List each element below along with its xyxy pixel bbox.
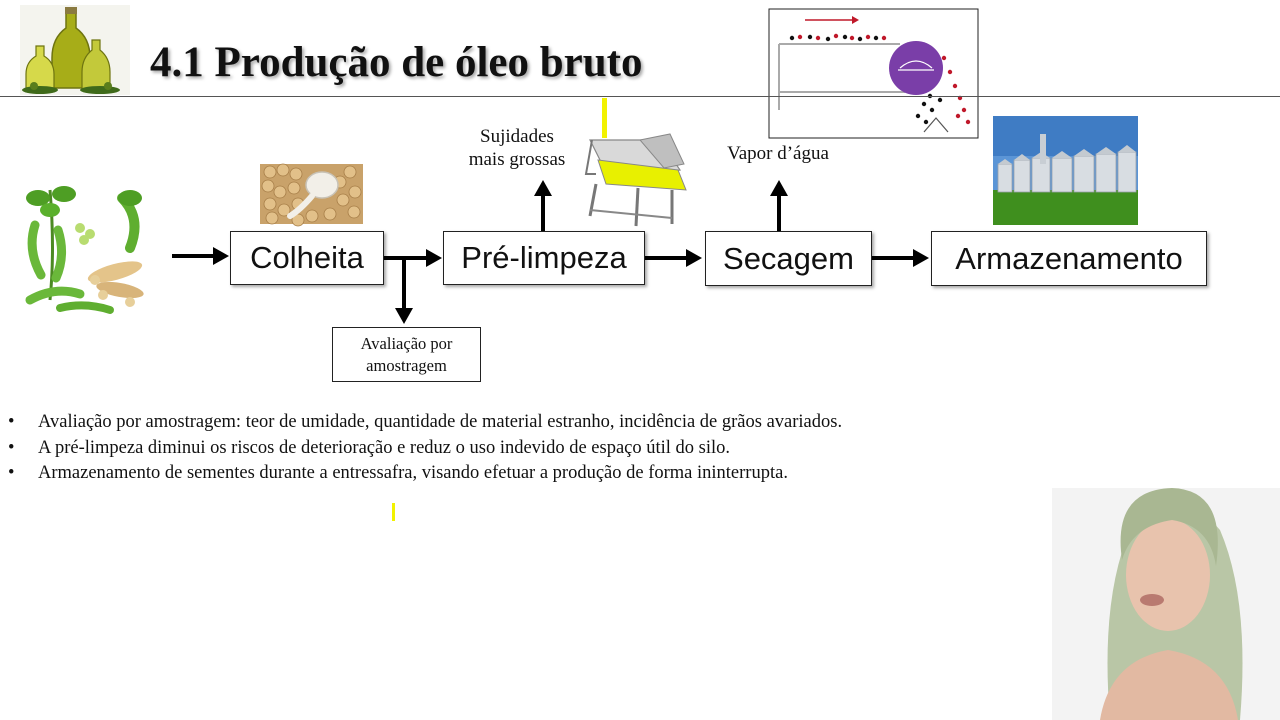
bullet-text: Avaliação por amostragem: teor de umidad…: [38, 412, 843, 432]
bullet-symbol: •: [8, 437, 15, 458]
avaliacao-label-line2: amostragem: [366, 355, 447, 375]
silos-photo: [993, 116, 1138, 225]
sujidades-label: Sujidades mais grossas: [456, 125, 578, 171]
arrow-to-colheita: [213, 247, 229, 265]
arrow-to-prelimpeza: [426, 249, 442, 267]
bullet-item: • A pré-limpeza diminui os riscos de det…: [8, 436, 964, 462]
step-pre-limpeza: Pré-limpeza: [443, 231, 645, 285]
avaliacao-box: Avaliação por amostragem: [332, 327, 481, 382]
arrow-to-avaliacao: [395, 308, 413, 324]
arrow-to-sujidades: [534, 180, 552, 196]
olive-oil-bottles-icon: [20, 5, 130, 95]
dryer-schematic-image: [768, 8, 979, 139]
soybeans-photo: [260, 163, 363, 227]
step-colheita: Colheita: [230, 231, 384, 285]
bullet-item: • Avaliação por amostragem: teor de umid…: [8, 410, 964, 436]
pre-cleaning-machine-image: [584, 98, 687, 227]
bullet-text: Armazenamento de sementes durante a entr…: [38, 463, 788, 483]
bullet-symbol: •: [8, 412, 15, 432]
soy-plant-icon: [25, 186, 144, 314]
arrow-to-armazenamento: [913, 249, 929, 267]
title-divider: [0, 96, 1280, 97]
step-secagem: Secagem: [705, 231, 872, 286]
sujidades-line2: mais grossas: [468, 149, 566, 170]
step-armazenamento: Armazenamento: [931, 231, 1207, 286]
avaliacao-label-line1: Avaliação por: [360, 333, 453, 353]
bullet-text: A pré-limpeza diminui os riscos de deter…: [38, 437, 731, 458]
bullet-symbol: •: [8, 463, 15, 483]
arrow-to-secagem: [686, 249, 702, 267]
sujidades-line1: Sujidades: [480, 126, 554, 147]
presenter-webcam-video: [1052, 488, 1280, 720]
cursor-highlight: [392, 503, 395, 521]
bullet-list: • Avaliação por amostragem: teor de umid…: [8, 410, 964, 487]
arrow-to-vapor: [770, 180, 788, 196]
vapor-label: Vapor d’água: [727, 143, 829, 164]
slide-title: 4.1 Produção de óleo bruto: [150, 39, 643, 86]
bullet-item: • Armazenamento de sementes durante a en…: [8, 461, 964, 487]
flow-arrows: [172, 180, 929, 324]
